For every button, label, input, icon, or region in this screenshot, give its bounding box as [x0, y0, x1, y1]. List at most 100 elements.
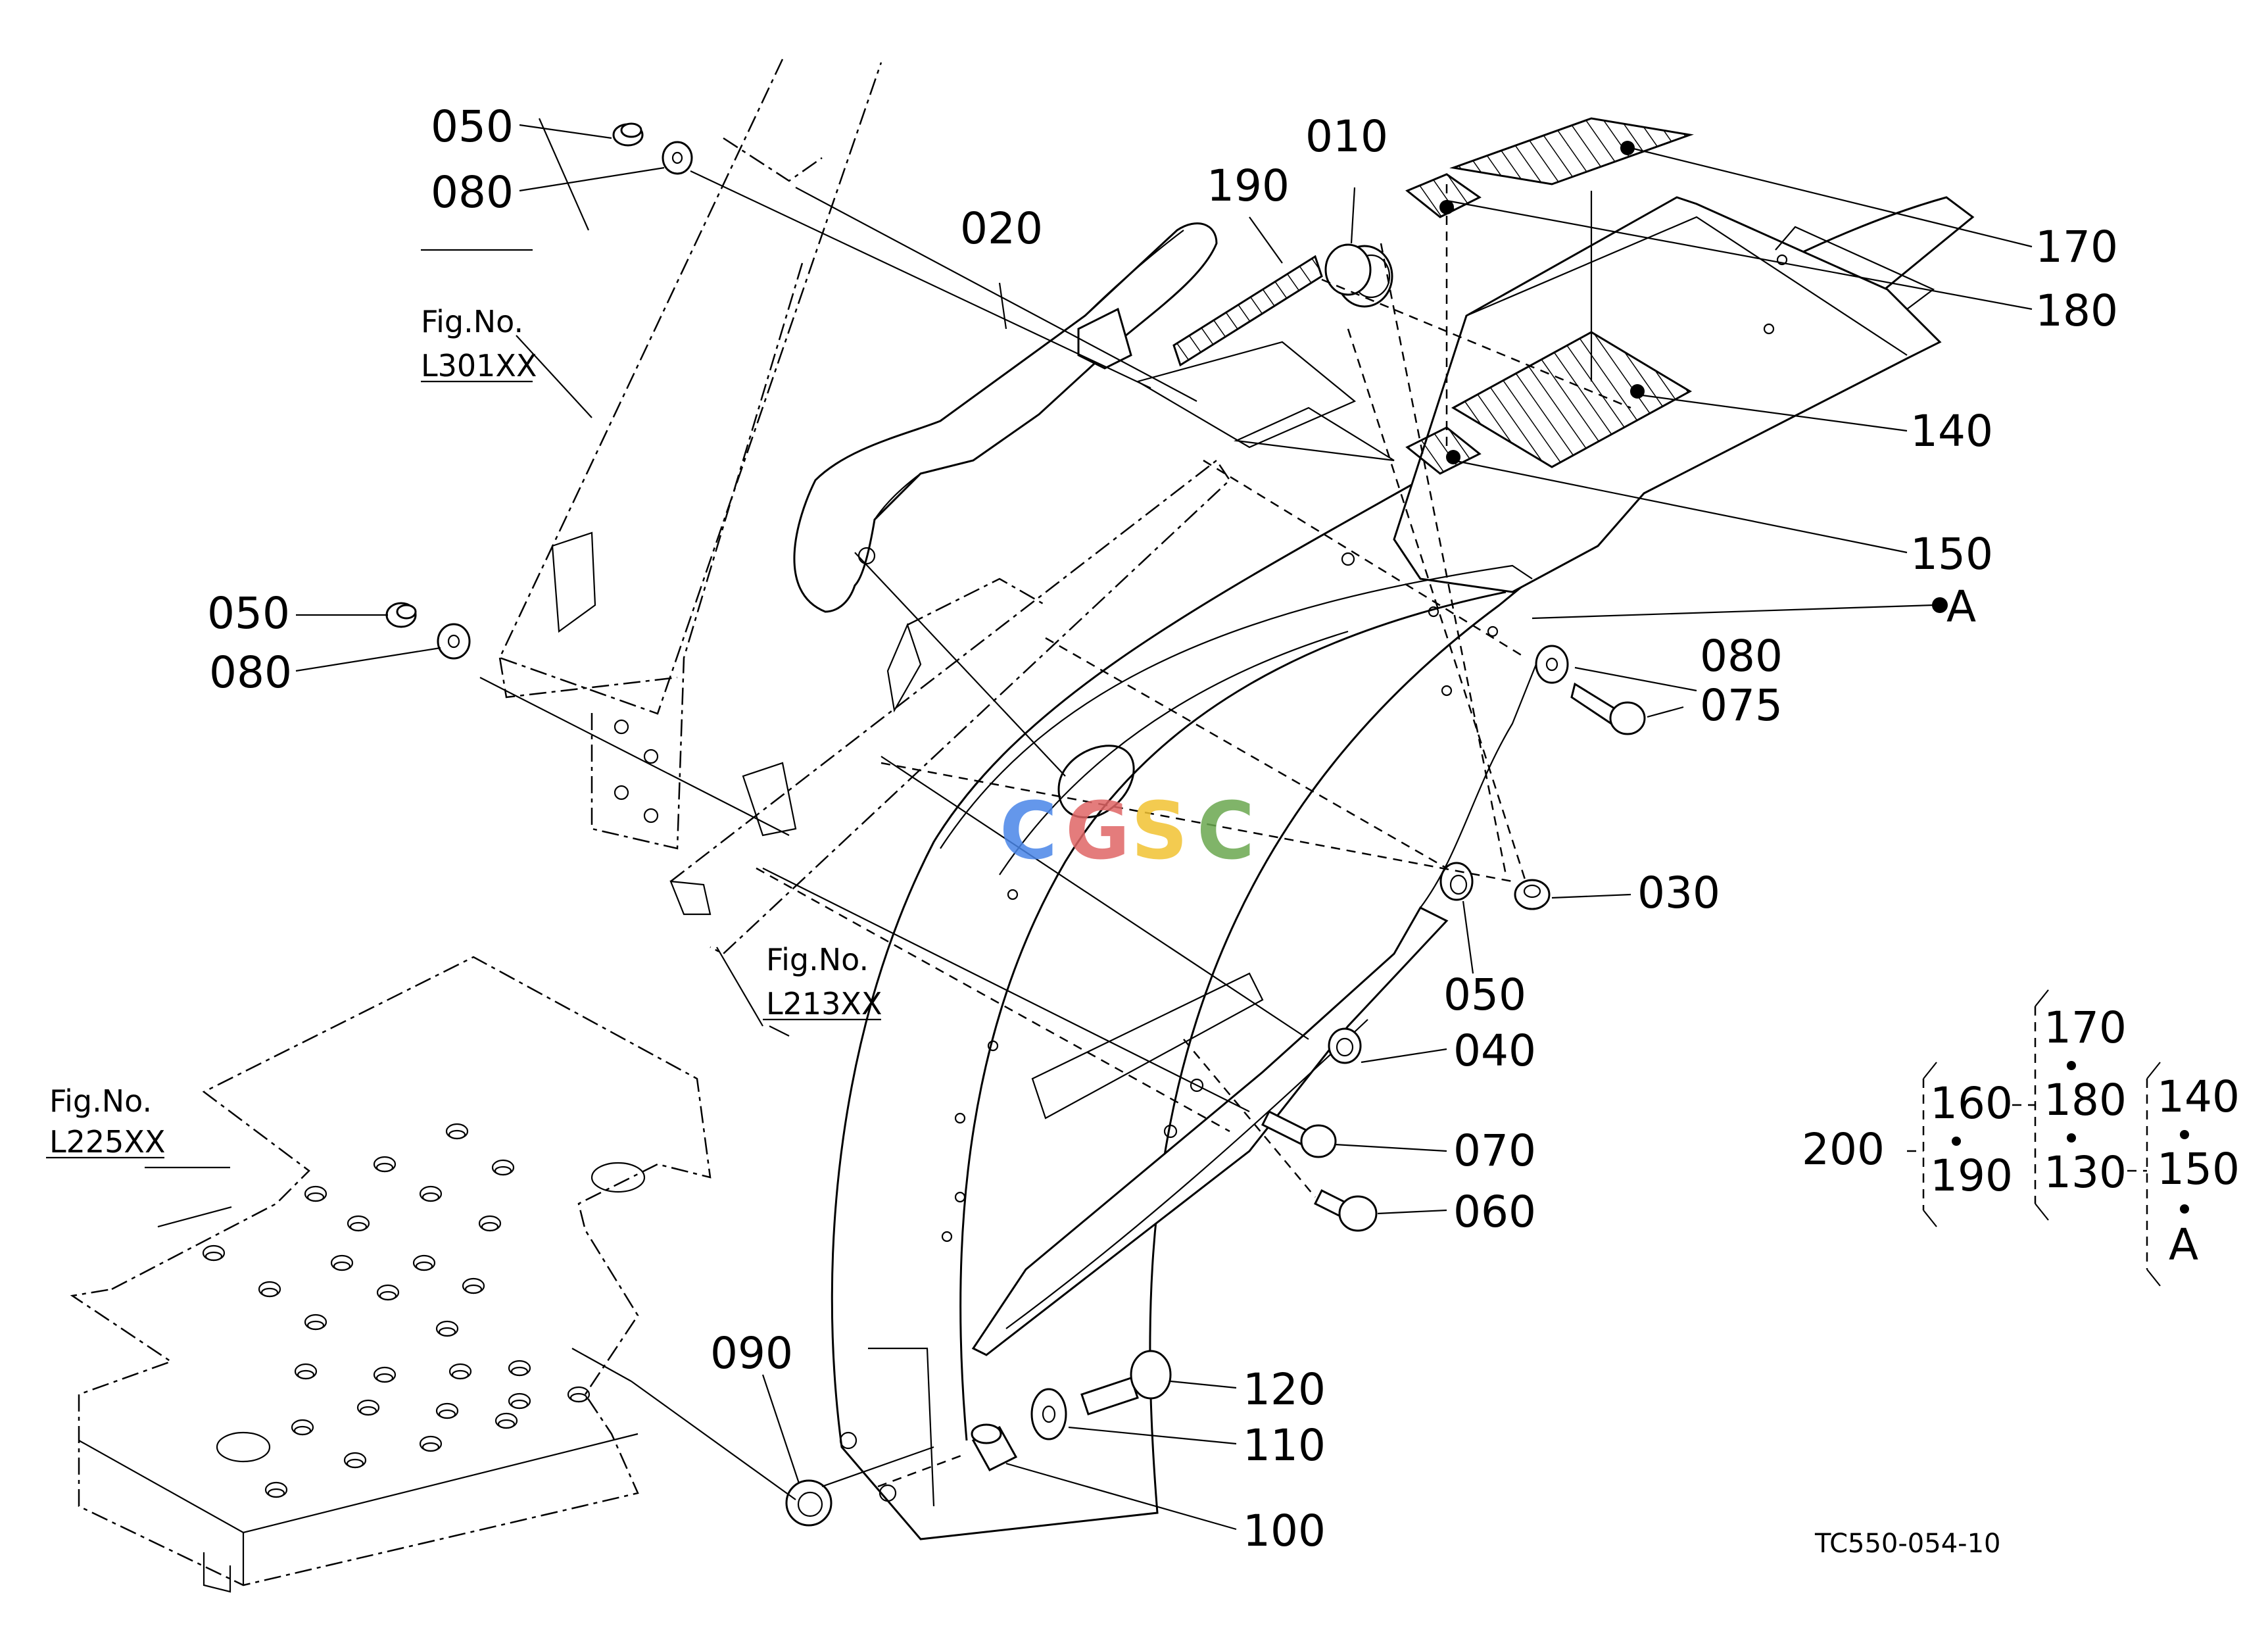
- step-hole-inner: [415, 1261, 433, 1271]
- step-hole-inner: [297, 1369, 315, 1380]
- label-020: 020: [960, 203, 1043, 254]
- label-A: A: [1946, 581, 1976, 632]
- decal-180: [1405, 173, 1482, 218]
- label-170: 170: [2035, 222, 2118, 272]
- step-hole-inner: [422, 1442, 440, 1452]
- leader-lines: [46, 118, 2033, 1531]
- label-100: 100: [1243, 1506, 1326, 1556]
- washer-110: [1030, 1388, 1067, 1440]
- grommet-010: [1324, 243, 1393, 308]
- fig-ref-3-code: L225XX: [49, 1124, 165, 1160]
- step-hole-inner: [205, 1251, 223, 1262]
- watermark-letter-3: S: [1131, 786, 1188, 877]
- grommet-090: [785, 1479, 832, 1527]
- step-hole-inner: [375, 1162, 394, 1173]
- kit-170: 170: [2044, 1002, 2127, 1053]
- watermark-letter-2: G: [1065, 786, 1130, 877]
- part-labels: 050 080 050 080 020 190 010 170 180 140 …: [207, 101, 2118, 1556]
- step-hole-inner: [375, 1373, 394, 1383]
- step-hole-inner: [481, 1221, 499, 1232]
- kit-180: 180: [2044, 1075, 2127, 1125]
- nut-050c: [1439, 862, 1474, 901]
- step-hole-inner: [267, 1488, 285, 1498]
- drawing-code: TC550-054-10: [1814, 1529, 2000, 1559]
- decal-190: [1172, 255, 1323, 367]
- label-140: 140: [1910, 406, 1993, 456]
- step-hole-inner: [569, 1392, 588, 1403]
- fig-ref-3-label: Fig.No.: [49, 1083, 152, 1119]
- kit-160: 160: [1930, 1078, 2013, 1129]
- step-hole-inner: [333, 1261, 351, 1271]
- label-190: 190: [1207, 160, 1290, 211]
- step-hole-inner: [451, 1369, 470, 1380]
- fig-ref-1-code: L301XX: [421, 348, 537, 383]
- kit-A: A: [2169, 1219, 2198, 1270]
- bolt-060: [1313, 1189, 1378, 1232]
- kit-130: 130: [2044, 1147, 2127, 1198]
- label-040: 040: [1453, 1025, 1536, 1076]
- step-hole-inner: [359, 1406, 377, 1416]
- step-hole-inner: [260, 1287, 279, 1298]
- step-hole-inner: [306, 1192, 325, 1202]
- nut-050a: [612, 122, 644, 147]
- label-150: 150: [1910, 529, 1993, 579]
- step-hole-inner: [293, 1425, 312, 1436]
- label-180: 180: [2035, 285, 2118, 336]
- step-hole-inner: [464, 1284, 483, 1294]
- figure-references: Fig.No. L301XX Fig.No. L213XX Fig.No. L2…: [49, 304, 882, 1160]
- step-hole-inner: [438, 1327, 456, 1337]
- label-070: 070: [1453, 1125, 1536, 1176]
- washer-080b: [437, 623, 471, 660]
- step-plate: [70, 956, 712, 1593]
- label-050-left: 050: [207, 588, 290, 639]
- washer-080c: [1535, 645, 1569, 684]
- fig-ref-1-label: Fig.No.: [421, 304, 523, 339]
- nut-040: [1328, 1027, 1362, 1064]
- nut-050b: [385, 602, 417, 628]
- handle-020: [793, 222, 1218, 613]
- kit-190: 190: [1930, 1150, 2013, 1201]
- label-060: 060: [1453, 1187, 1536, 1237]
- label-050-mid: 050: [1443, 970, 1526, 1020]
- step-hole-inner: [346, 1458, 364, 1469]
- watermark-letter-4: C: [1197, 786, 1255, 877]
- fig-ref-2-code: L213XX: [766, 986, 882, 1021]
- label-010: 010: [1305, 111, 1388, 162]
- decal-140: [1451, 331, 1693, 468]
- label-090: 090: [710, 1328, 793, 1379]
- step-hole-inner: [422, 1192, 440, 1202]
- step-hole-inner: [349, 1221, 368, 1232]
- collar-100: [971, 1423, 1018, 1471]
- step-hole-inner: [438, 1409, 456, 1419]
- kit-200: 200: [1802, 1124, 1885, 1175]
- label-080-right: 080: [1700, 631, 1783, 681]
- label-080-top: 080: [431, 167, 514, 218]
- step-hole-inner: [448, 1129, 466, 1140]
- bolt-120: [1080, 1350, 1172, 1415]
- label-120: 120: [1243, 1364, 1326, 1415]
- step-hole-inner: [510, 1399, 529, 1410]
- step-hole-inner: [306, 1320, 325, 1331]
- bracket-outline: [669, 459, 1231, 955]
- kit-140: 140: [2157, 1071, 2240, 1122]
- watermark-letter-1: C: [1000, 786, 1057, 877]
- step-hole-inner: [510, 1366, 529, 1377]
- step-hole-inner: [497, 1419, 516, 1429]
- label-075: 075: [1700, 680, 1783, 731]
- step-hole-inner: [379, 1291, 397, 1301]
- kit-150: 150: [2157, 1144, 2240, 1194]
- label-030: 030: [1637, 868, 1720, 918]
- label-080-left: 080: [209, 647, 292, 698]
- fig-ref-2-label: Fig.No.: [766, 942, 869, 977]
- frame-outline: [498, 59, 882, 850]
- kit-composition: 200 160 190 170 180 130 140 150 A: [1802, 989, 2240, 1287]
- decal-170: [1449, 117, 1694, 185]
- bolt-070: [1261, 1110, 1337, 1158]
- label-050-top: 050: [431, 101, 514, 152]
- label-110: 110: [1243, 1420, 1326, 1471]
- bolt-075: [1570, 682, 1646, 735]
- watermark: C G S C: [1000, 786, 1255, 877]
- nut-030: [1514, 879, 1551, 910]
- washer-080a: [662, 141, 693, 175]
